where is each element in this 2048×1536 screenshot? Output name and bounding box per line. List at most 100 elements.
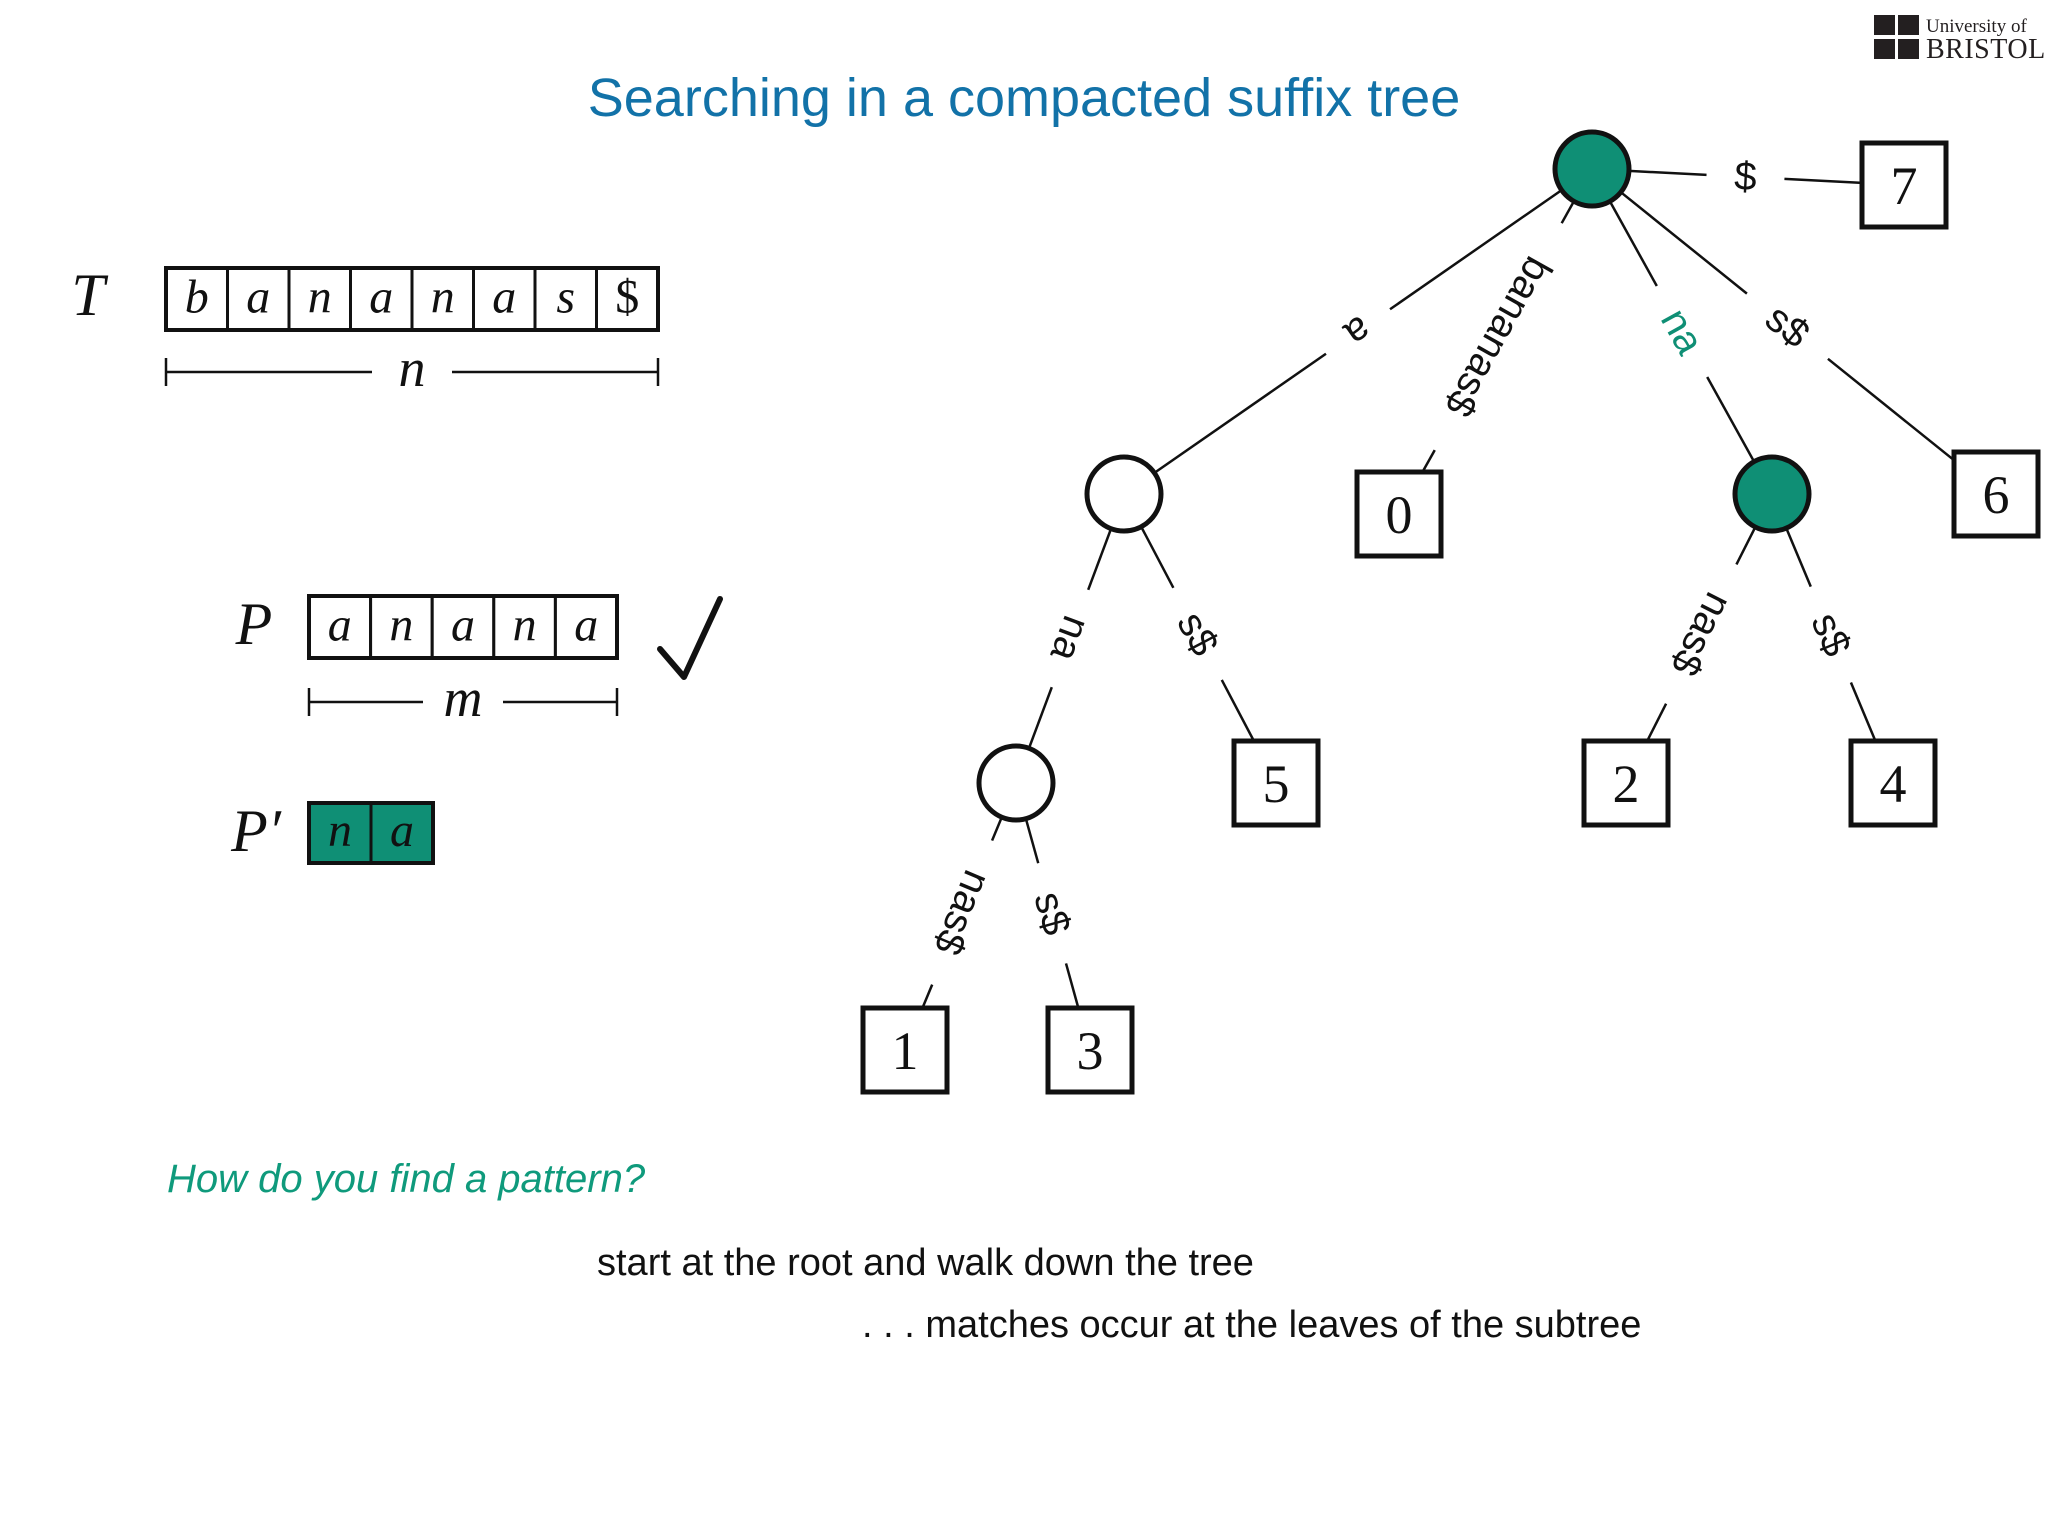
answer-line-1: start at the root and walk down the tree [597, 1242, 1254, 1284]
question-text: How do you find a pattern? [167, 1157, 646, 1201]
leaf-node: 4 [1848, 738, 1938, 828]
array-cell-char: $ [615, 271, 639, 324]
array-cell-char: n [389, 599, 413, 652]
leaf-label: 6 [1983, 465, 2010, 525]
array-label: T [71, 262, 108, 328]
edge-line [1785, 527, 1812, 588]
tree-edge: s$ [1785, 527, 1877, 742]
tree-edge: $ [1628, 154, 1863, 199]
array-cell-char: a [390, 804, 414, 857]
array-cell-char: a [246, 271, 270, 324]
leaf-box [1354, 469, 1444, 559]
array-cell-char: s [556, 271, 575, 324]
leaf-node: 2 [1581, 738, 1671, 828]
edge-label: na [1041, 610, 1098, 668]
edge-line [1421, 449, 1436, 473]
span-label: m [444, 668, 483, 728]
internal-node [1084, 454, 1164, 534]
tree-edge: bananas$ [1421, 200, 1576, 473]
edge-line [1560, 200, 1576, 224]
university-logo: University of BRISTOL [1874, 13, 2046, 65]
leaf-label: 4 [1880, 754, 1907, 814]
leaf-box [1231, 738, 1321, 828]
edge-line [1027, 686, 1053, 749]
edge-line [1220, 679, 1256, 742]
crest-icon [1874, 15, 1920, 61]
leaf-node: 0 [1354, 469, 1444, 559]
leaf-node: 1 [860, 1005, 950, 1095]
tree-edge: s$ [1140, 526, 1256, 742]
edge-label: bananas$ [1436, 249, 1560, 424]
leaf-label: 1 [892, 1021, 919, 1081]
leaf-box [1951, 449, 2041, 539]
edge-label: s$ [1757, 296, 1817, 357]
edge-label: s$ [1802, 607, 1859, 663]
leaf-box [1045, 1005, 1135, 1095]
leaf-node: 6 [1951, 449, 2041, 539]
leaf-box [860, 1005, 950, 1095]
array-border [307, 801, 435, 865]
edge-line [1153, 352, 1327, 474]
array-cell-char: a [492, 271, 516, 324]
answer-line-2: . . . matches occur at the leaves of the… [862, 1304, 1642, 1346]
tree-edge: nas$ [921, 816, 1003, 1009]
edge-label: s$ [1168, 605, 1227, 663]
edge-line [1735, 526, 1757, 565]
leaf-box [1848, 738, 1938, 828]
edge-line [1608, 200, 1658, 287]
leaf-node: 5 [1231, 738, 1321, 828]
edge-line [921, 984, 934, 1009]
leaf-label: 5 [1263, 754, 1290, 814]
leaf-box [1859, 140, 1949, 230]
array-cell-char: b [185, 271, 209, 324]
tree-nodes: 7 0 6 5 1 3 2 4 [860, 129, 2041, 1095]
leaf-box [1581, 738, 1671, 828]
array-cell-char: n [328, 804, 352, 857]
span-label: n [399, 338, 426, 398]
edge-line [1849, 682, 1877, 742]
leaf-node: 3 [1045, 1005, 1135, 1095]
edge-line [1064, 963, 1080, 1009]
leaf-label: 2 [1613, 754, 1640, 814]
edge-line [1389, 189, 1563, 311]
edge-label: na [1652, 301, 1712, 362]
tree-edge: s$ [1024, 818, 1080, 1009]
edge-line [1706, 376, 1756, 463]
array-cell-char: n [308, 271, 332, 324]
logo-line-2: BRISTOL [1926, 34, 2046, 65]
leaf-node: 7 [1859, 140, 1949, 230]
edge-label: s$ [1025, 887, 1079, 939]
edge-line [1620, 191, 1748, 295]
array-cell-char: n [431, 271, 455, 324]
edge-line [1628, 169, 1707, 177]
array-border [307, 594, 619, 660]
internal-node [976, 743, 1056, 823]
tree-edge: nas$ [1646, 526, 1757, 742]
slide-title: Searching in a compacted suffix tree [587, 68, 1461, 128]
array-cell-char: a [451, 599, 475, 652]
internal-node-highlighted [1732, 454, 1812, 534]
logo-line-1: University of [1926, 16, 2027, 37]
edge-label: nas$ [1662, 585, 1740, 682]
edge-label: $ [1733, 154, 1757, 199]
checkmark-icon [657, 596, 723, 680]
leaf-label: 0 [1386, 485, 1413, 545]
edge-label: nas$ [925, 864, 999, 961]
array-cell-char: n [513, 599, 537, 652]
array-cell-char: a [574, 599, 598, 652]
edge-label: a [1336, 307, 1380, 356]
edge-line [1646, 703, 1668, 742]
array-cell-char: a [369, 271, 393, 324]
leaf-label: 3 [1077, 1021, 1104, 1081]
tree-edge: na [1027, 528, 1113, 749]
edge-line [1087, 528, 1113, 591]
edge-line [1140, 526, 1175, 589]
edge-line [1784, 177, 1863, 185]
array-border [164, 266, 660, 332]
